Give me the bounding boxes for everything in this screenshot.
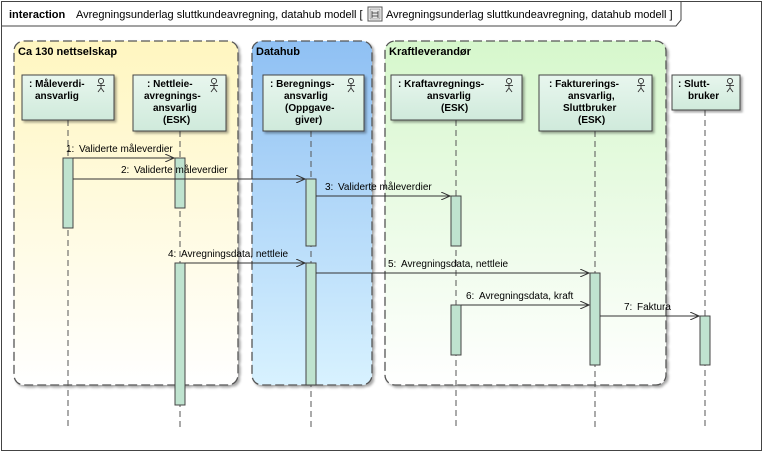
lifeline-label-line: ansvarlig xyxy=(284,91,328,102)
lifeline-label-line: (ESK) xyxy=(441,103,468,114)
lifeline-label-line: avregnings- xyxy=(144,91,201,102)
actor-icon xyxy=(347,77,355,93)
pool-label: Datahub xyxy=(256,46,300,58)
lifeline-sluttbruker[interactable]: : Slutt- bruker xyxy=(671,74,741,111)
message-7-label: Faktura xyxy=(637,302,671,313)
lifeline-fakturering[interactable]: : Fakturerings- ansvarlig, Sluttbruker (… xyxy=(538,74,653,132)
activation-bar xyxy=(62,157,74,229)
message-3-label: Validerte måleverdier xyxy=(338,181,432,193)
lifeline-label-line: ansvarlig xyxy=(35,91,79,102)
frame-title-tab xyxy=(1,1,682,27)
lifeline-label-line: : Kraftavregnings- xyxy=(398,79,484,90)
lifeline-label-line: giver) xyxy=(295,115,322,126)
frame-keyword: interaction xyxy=(9,9,66,21)
lifeline-label-line: : Måleverdi- xyxy=(29,78,85,90)
message-4-number: 4: xyxy=(168,249,176,260)
interaction-ref-icon xyxy=(367,6,383,22)
message-6-number: 6: xyxy=(466,291,474,302)
lifeline-label-line: (ESK) xyxy=(578,115,605,126)
message-3-number: 3: xyxy=(325,182,333,193)
activation-bar xyxy=(450,195,462,247)
lifeline-label-line: : Nettleie- xyxy=(147,79,193,90)
lifeline-maleverdi[interactable]: : Måleverdi- ansvarlig xyxy=(21,74,115,121)
frame-title: Avregningsunderlag sluttkundeavregning, … xyxy=(76,9,363,21)
message-6-label: Avregningsdata, kraft xyxy=(479,291,574,302)
activation-bar xyxy=(305,262,317,386)
pool-label: Ca 130 nettselskap xyxy=(18,46,117,58)
lifeline-label-line: ansvarlig xyxy=(153,103,197,114)
pool-label: Kraftleverandør xyxy=(389,46,472,58)
lifeline-beregning[interactable]: : Beregnings- ansvarlig (Oppgave- giver) xyxy=(262,74,365,132)
actor-icon xyxy=(726,77,734,93)
activation-bar xyxy=(305,178,317,247)
message-4-label: Avregningsdata, nettleie xyxy=(181,249,289,260)
message-1-number: 1: xyxy=(66,144,74,155)
frame-ref-title: Avregningsunderlag sluttkundeavregning, … xyxy=(386,9,673,21)
lifeline-label-line: ansvarlig xyxy=(427,91,471,102)
actor-icon xyxy=(637,77,645,93)
actor-icon xyxy=(505,77,513,93)
lifeline-label-line: : Beregnings- xyxy=(270,79,334,90)
activation-bar xyxy=(174,262,186,406)
lifeline-label-line: (ESK) xyxy=(163,115,190,126)
message-2-number: 2: xyxy=(121,165,129,176)
lifeline-label-line: (Oppgave- xyxy=(285,103,334,114)
message-1-label: Validerte måleverdier xyxy=(79,143,173,155)
message-5-number: 5: xyxy=(388,259,396,270)
lifeline-nettleie[interactable]: : Nettleie- avregnings- ansvarlig (ESK) xyxy=(132,74,227,132)
lifeline-label-line: ansvarlig, xyxy=(568,91,615,102)
activation-bar xyxy=(589,272,601,366)
activation-bar xyxy=(699,315,711,366)
lifeline-label-line: : Fakturerings- xyxy=(549,79,619,90)
lifeline-label-line: bruker xyxy=(688,91,719,102)
activation-bar xyxy=(174,157,186,209)
actor-icon xyxy=(97,77,105,93)
lifeline-kraftavregning[interactable]: : Kraftavregnings- ansvarlig (ESK) xyxy=(390,74,523,121)
message-7-number: 7: xyxy=(624,302,632,313)
message-5-label: Avregningsdata, nettleie xyxy=(401,259,509,270)
lifeline-label-line: : Slutt- xyxy=(678,79,710,90)
activation-bar xyxy=(450,304,462,356)
lifeline-label-line: Sluttbruker xyxy=(563,103,616,114)
actor-icon xyxy=(210,77,218,93)
message-2-label: Validerte måleverdier xyxy=(134,164,228,176)
